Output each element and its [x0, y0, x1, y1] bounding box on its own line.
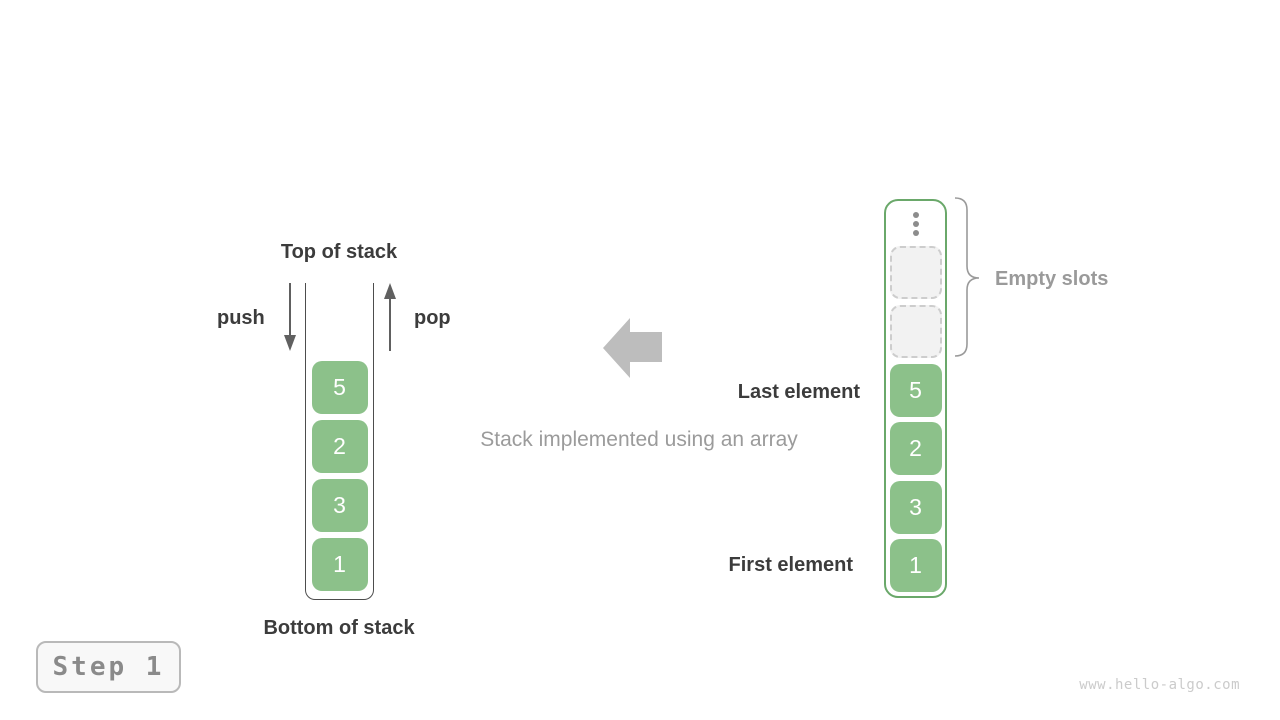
array-cell: 1 [889, 539, 942, 592]
pop-up-arrow-icon [384, 283, 396, 351]
stack-container: 5 2 3 1 [305, 283, 374, 600]
last-element-label: Last element [737, 381, 860, 403]
watermark-text: www.hello-algo.com [1079, 677, 1240, 693]
array-cell: 5 [889, 364, 942, 417]
caption-text: Stack implemented using an array [480, 428, 798, 451]
push-down-arrow-icon [284, 283, 296, 351]
stack-cell: 1 [311, 538, 368, 591]
array-cell: 3 [889, 481, 942, 534]
empty-slot [889, 305, 942, 358]
left-block-arrow-icon [603, 318, 662, 378]
push-label: push [217, 307, 265, 329]
array-container: 5 2 3 1 [884, 199, 947, 598]
step-badge: Step 1 [36, 641, 181, 693]
stack-cell: 2 [311, 420, 368, 473]
array-cell: 2 [889, 422, 942, 475]
bottom-of-stack-label: Bottom of stack [263, 617, 415, 639]
first-element-label: First element [728, 554, 853, 576]
empty-slots-label: Empty slots [995, 268, 1109, 290]
curly-brace-icon [954, 197, 980, 357]
top-of-stack-label: Top of stack [280, 241, 398, 263]
pop-label: pop [414, 307, 451, 329]
empty-slot [889, 246, 942, 299]
stack-cell: 3 [311, 479, 368, 532]
vertical-ellipsis-icon [912, 212, 919, 236]
stack-cell: 5 [311, 361, 368, 414]
